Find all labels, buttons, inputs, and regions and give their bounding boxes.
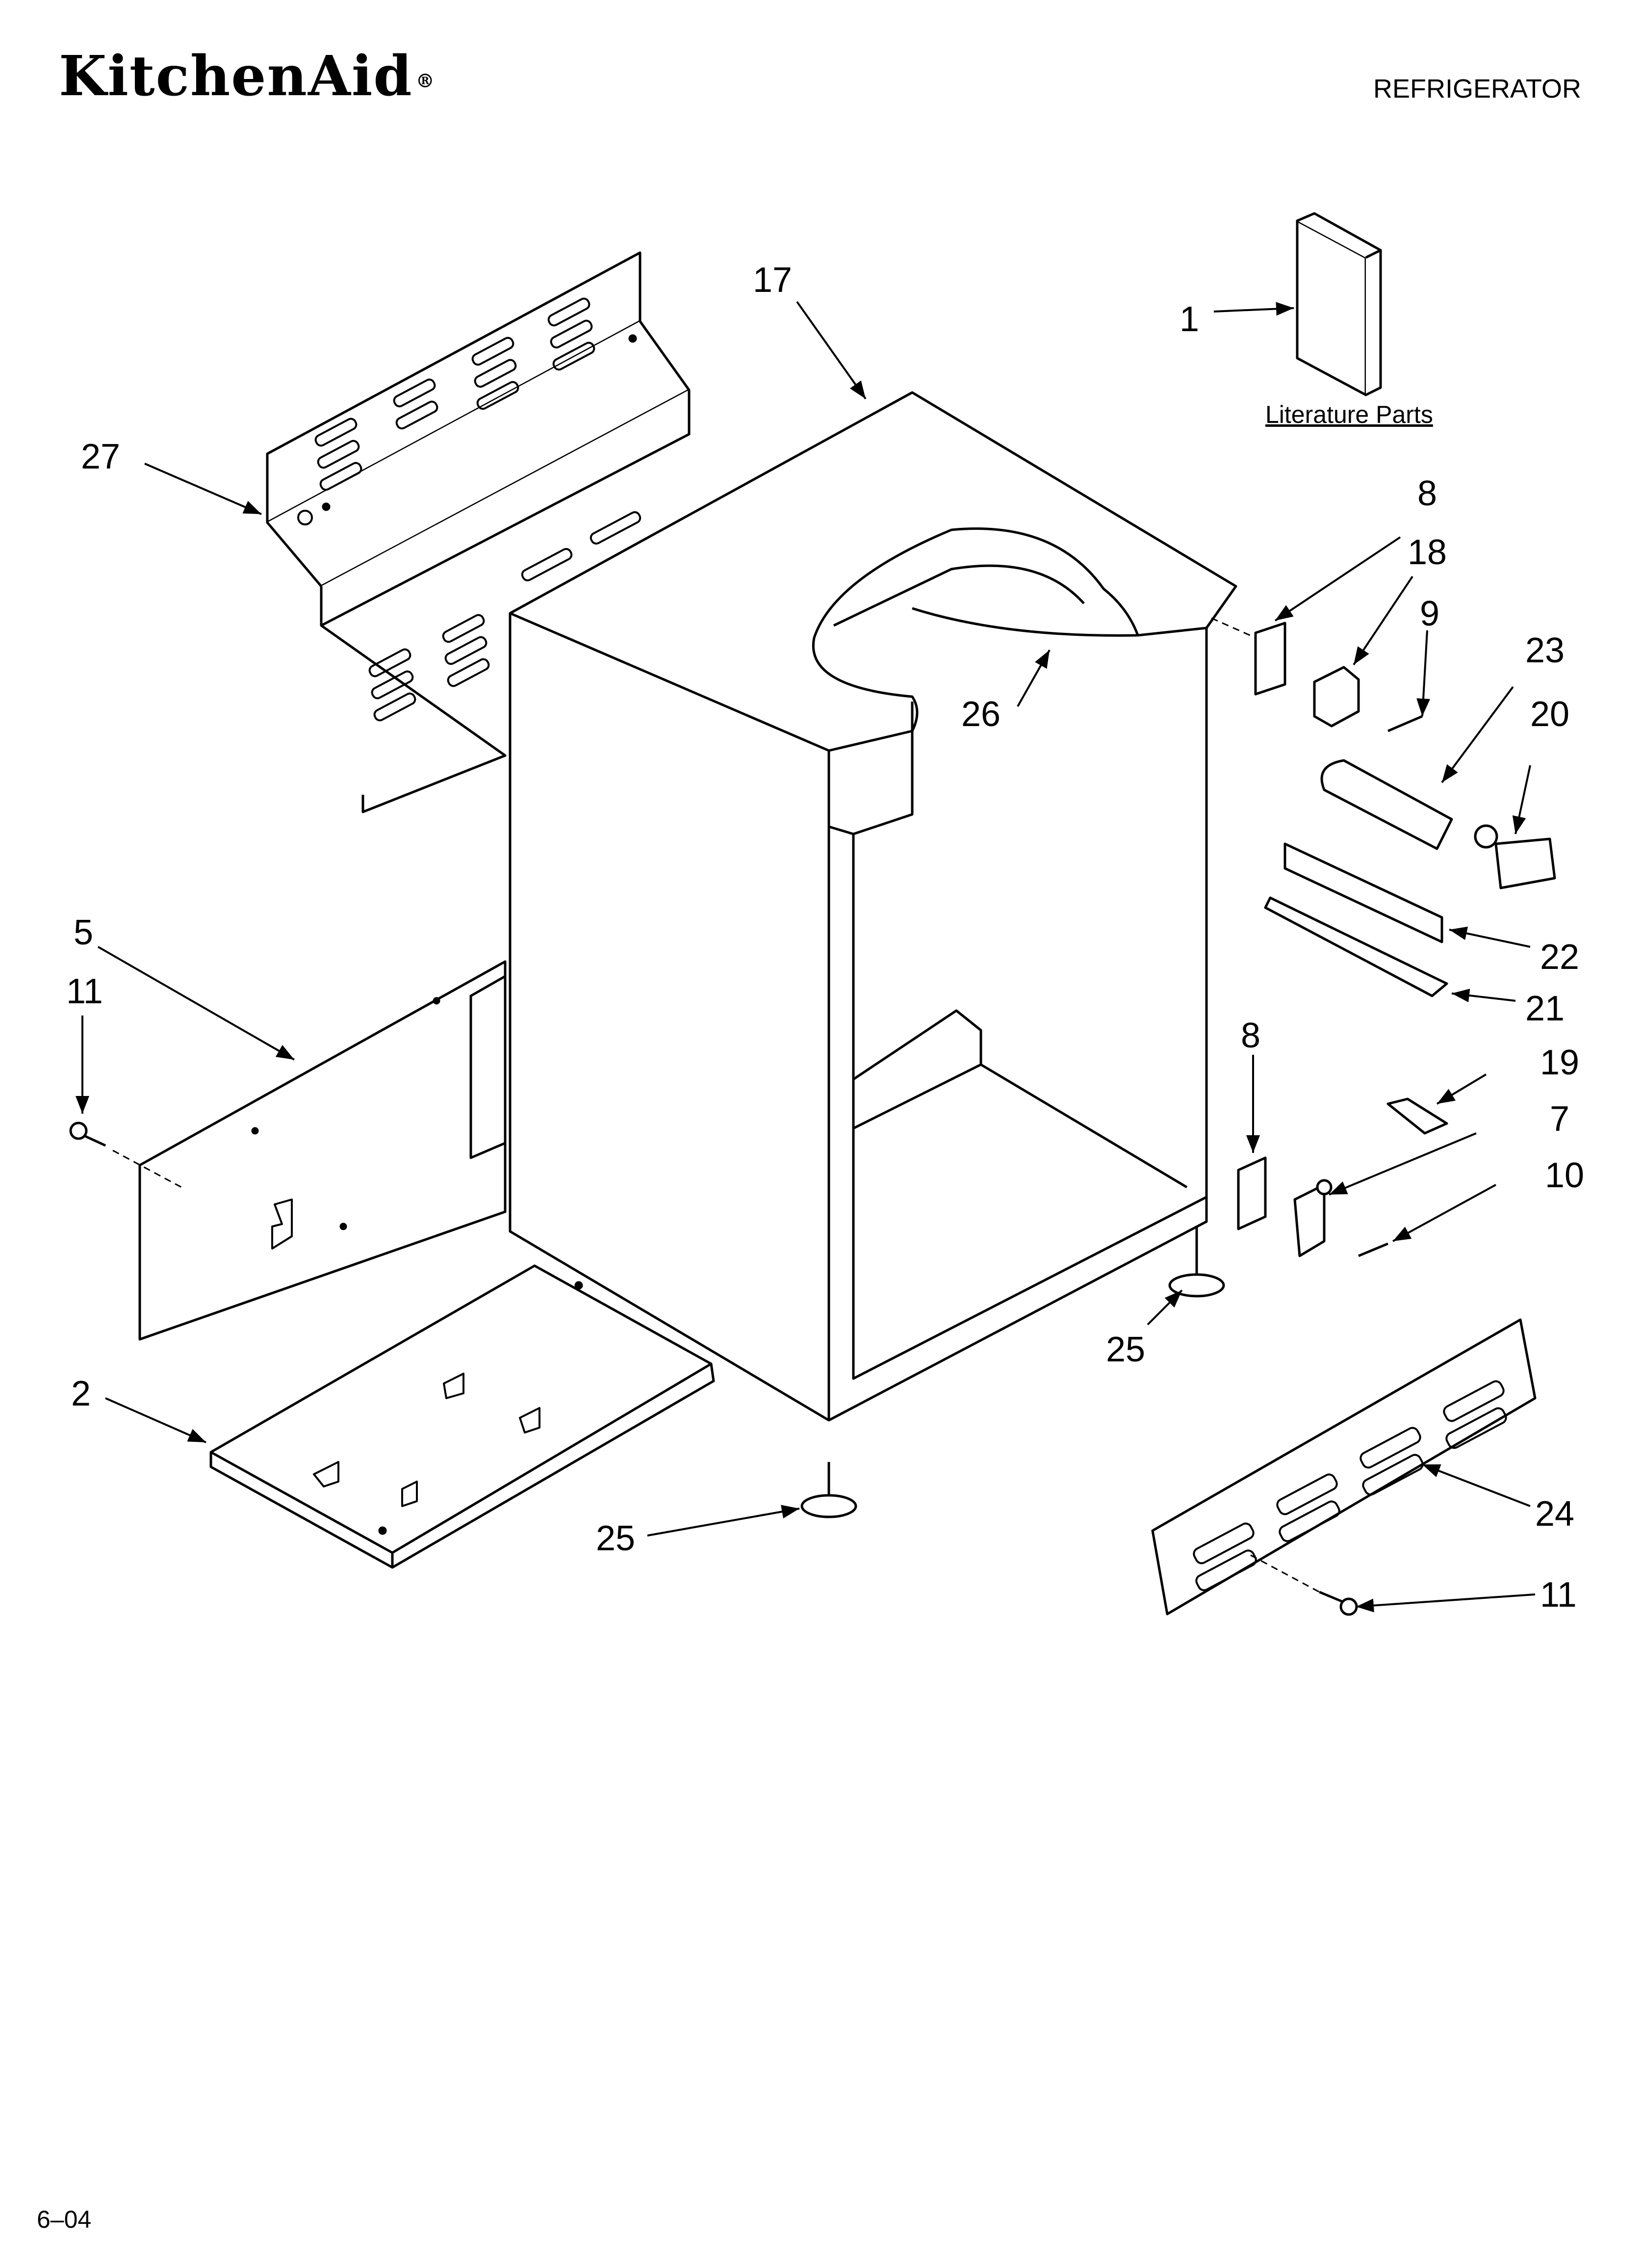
screw-left	[69, 1121, 182, 1188]
brand-logo: KitchenAid®	[59, 44, 436, 108]
leveling-leg-rear	[800, 1462, 857, 1518]
upper-hinge-assembly	[1211, 617, 1423, 732]
cabinet-shell	[509, 391, 1237, 1422]
callout-10: 10	[1545, 1156, 1584, 1195]
drain-shield	[1264, 896, 1448, 997]
drain-trough	[1283, 842, 1443, 943]
callout-11-grille: 11	[1540, 1575, 1577, 1615]
callout-17: 17	[753, 261, 792, 300]
callout-27: 27	[81, 437, 120, 476]
callout-2: 2	[71, 1374, 91, 1413]
leveling-leg-front	[1168, 1226, 1225, 1298]
literature-parts-book	[1296, 212, 1382, 396]
callout-25-front: 25	[1106, 1330, 1145, 1369]
callout-8-upper: 8	[1417, 474, 1437, 513]
callout-25-rear: 25	[596, 1519, 635, 1558]
callout-5: 5	[74, 913, 93, 952]
callout-19: 19	[1540, 1043, 1579, 1082]
bi-metal-thermostat	[1494, 837, 1556, 889]
callout-22: 22	[1540, 938, 1579, 977]
callout-8-lower: 8	[1241, 1016, 1260, 1055]
callout-23: 23	[1525, 631, 1565, 670]
callout-1: 1	[1180, 300, 1199, 339]
side-panel	[138, 960, 507, 1341]
callout-18: 18	[1408, 533, 1447, 572]
defrost-heater	[1320, 759, 1498, 850]
document-type: REFRIGERATOR	[1373, 74, 1582, 104]
callout-9: 9	[1420, 594, 1439, 633]
revision-code: 6–04	[37, 2206, 92, 2233]
callout-24: 24	[1535, 1494, 1574, 1534]
callout-7: 7	[1550, 1099, 1569, 1139]
lower-hinge-assembly	[1237, 1156, 1388, 1257]
callout-26: 26	[961, 695, 1001, 734]
literature-parts-caption: Literature Parts	[1265, 401, 1433, 428]
hinge-shim	[1386, 1097, 1448, 1135]
callout-20: 20	[1530, 695, 1569, 734]
callout-21: 21	[1525, 989, 1565, 1028]
base-pan	[209, 1264, 715, 1569]
rear-top-grille	[266, 251, 691, 813]
screw-grille	[1250, 1554, 1358, 1616]
toe-grille	[1151, 1318, 1537, 1616]
callout-11-left: 11	[66, 972, 103, 1011]
